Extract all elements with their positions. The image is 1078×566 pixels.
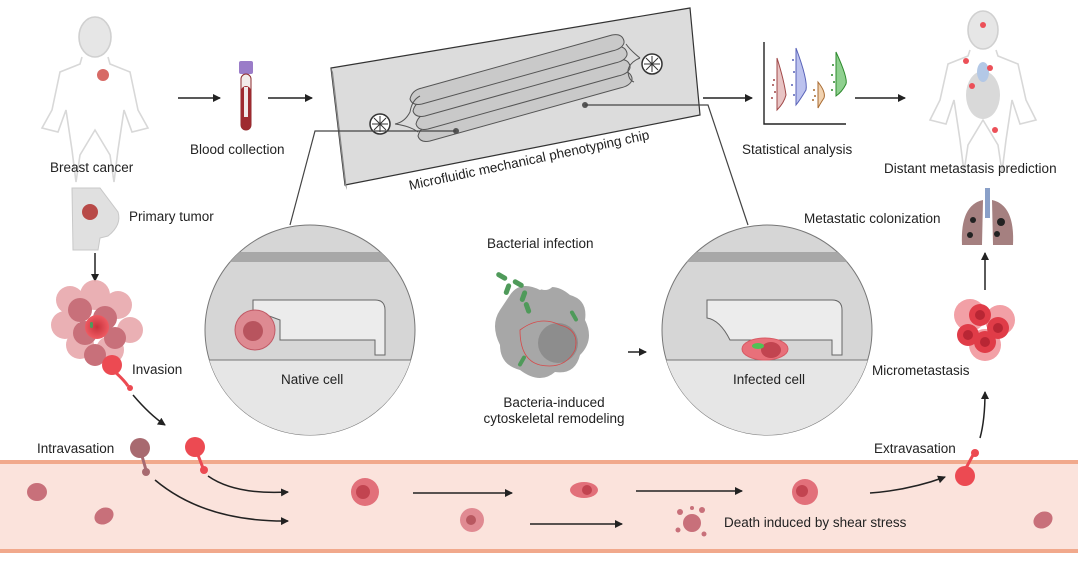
lungs-icon — [961, 188, 1014, 245]
surviving-tumor-cell — [792, 479, 818, 505]
label-infected-cell: Infected cell — [733, 372, 806, 387]
arrow-intravasation-lower — [154, 479, 289, 526]
zoom-line-right — [585, 104, 749, 226]
microfluidic-chip-icon — [330, 7, 701, 190]
native-cell-channel-inset — [204, 224, 416, 436]
label-bacterial-infection: Bacterial infection — [487, 236, 594, 251]
label-primary-tumor: Primary tumor — [129, 209, 214, 224]
circulating-pink-cell — [460, 508, 484, 532]
label-micrometastasis: Micrometastasis — [872, 363, 970, 378]
breast-tumor-icon — [71, 187, 120, 251]
circulating-tumor-cell — [351, 478, 379, 506]
label-extravasation: Extravasation — [874, 441, 956, 456]
dying-cell-icon — [675, 506, 707, 537]
bacteria-infected-cell-icon — [495, 270, 589, 379]
arrow-invasion-to-vessel — [132, 394, 166, 426]
label-native-cell: Native cell — [281, 372, 344, 387]
label-death-shear-stress: Death induced by shear stress — [724, 515, 907, 530]
blood-tube-icon — [239, 61, 253, 131]
arrow-intravasation-upper — [207, 475, 289, 497]
label-bacteria-induced-line1: Bacteria-induced — [503, 395, 605, 410]
infected-cell-channel-inset — [661, 224, 873, 436]
micrometastasis-icon — [954, 299, 1015, 361]
label-blood-collection: Blood collection — [190, 142, 285, 157]
label-breast-cancer: Breast cancer — [50, 160, 134, 175]
deformed-infected-cell — [570, 482, 598, 498]
red-blood-cells — [27, 483, 1053, 529]
label-invasion: Invasion — [132, 362, 183, 377]
label-metastatic-colonization: Metastatic colonization — [804, 211, 941, 226]
label-bacteria-induced-remodeling: Bacteria-induced cytoskeletal remodeling — [466, 395, 642, 426]
label-distant-metastasis-prediction: Distant metastasis prediction — [884, 161, 1057, 176]
intravasating-cells — [130, 437, 208, 476]
violin-plot-icon — [763, 42, 847, 125]
label-intravasation: Intravasation — [37, 441, 115, 456]
patient-figure-icon — [40, 16, 150, 183]
arrow-survivor-to-extravasation — [869, 475, 946, 494]
extravasating-cell — [955, 449, 979, 486]
tumor-cluster-icon — [51, 280, 143, 391]
metastasis-body-figure-icon — [928, 10, 1038, 173]
label-statistical-analysis: Statistical analysis — [742, 142, 853, 157]
zoom-line-left — [289, 130, 456, 226]
arrow-extravasation-to-micrometastasis — [979, 391, 989, 439]
blood-vessel — [0, 460, 1078, 553]
label-bacteria-induced-line2: cytoskeletal remodeling — [483, 410, 625, 426]
